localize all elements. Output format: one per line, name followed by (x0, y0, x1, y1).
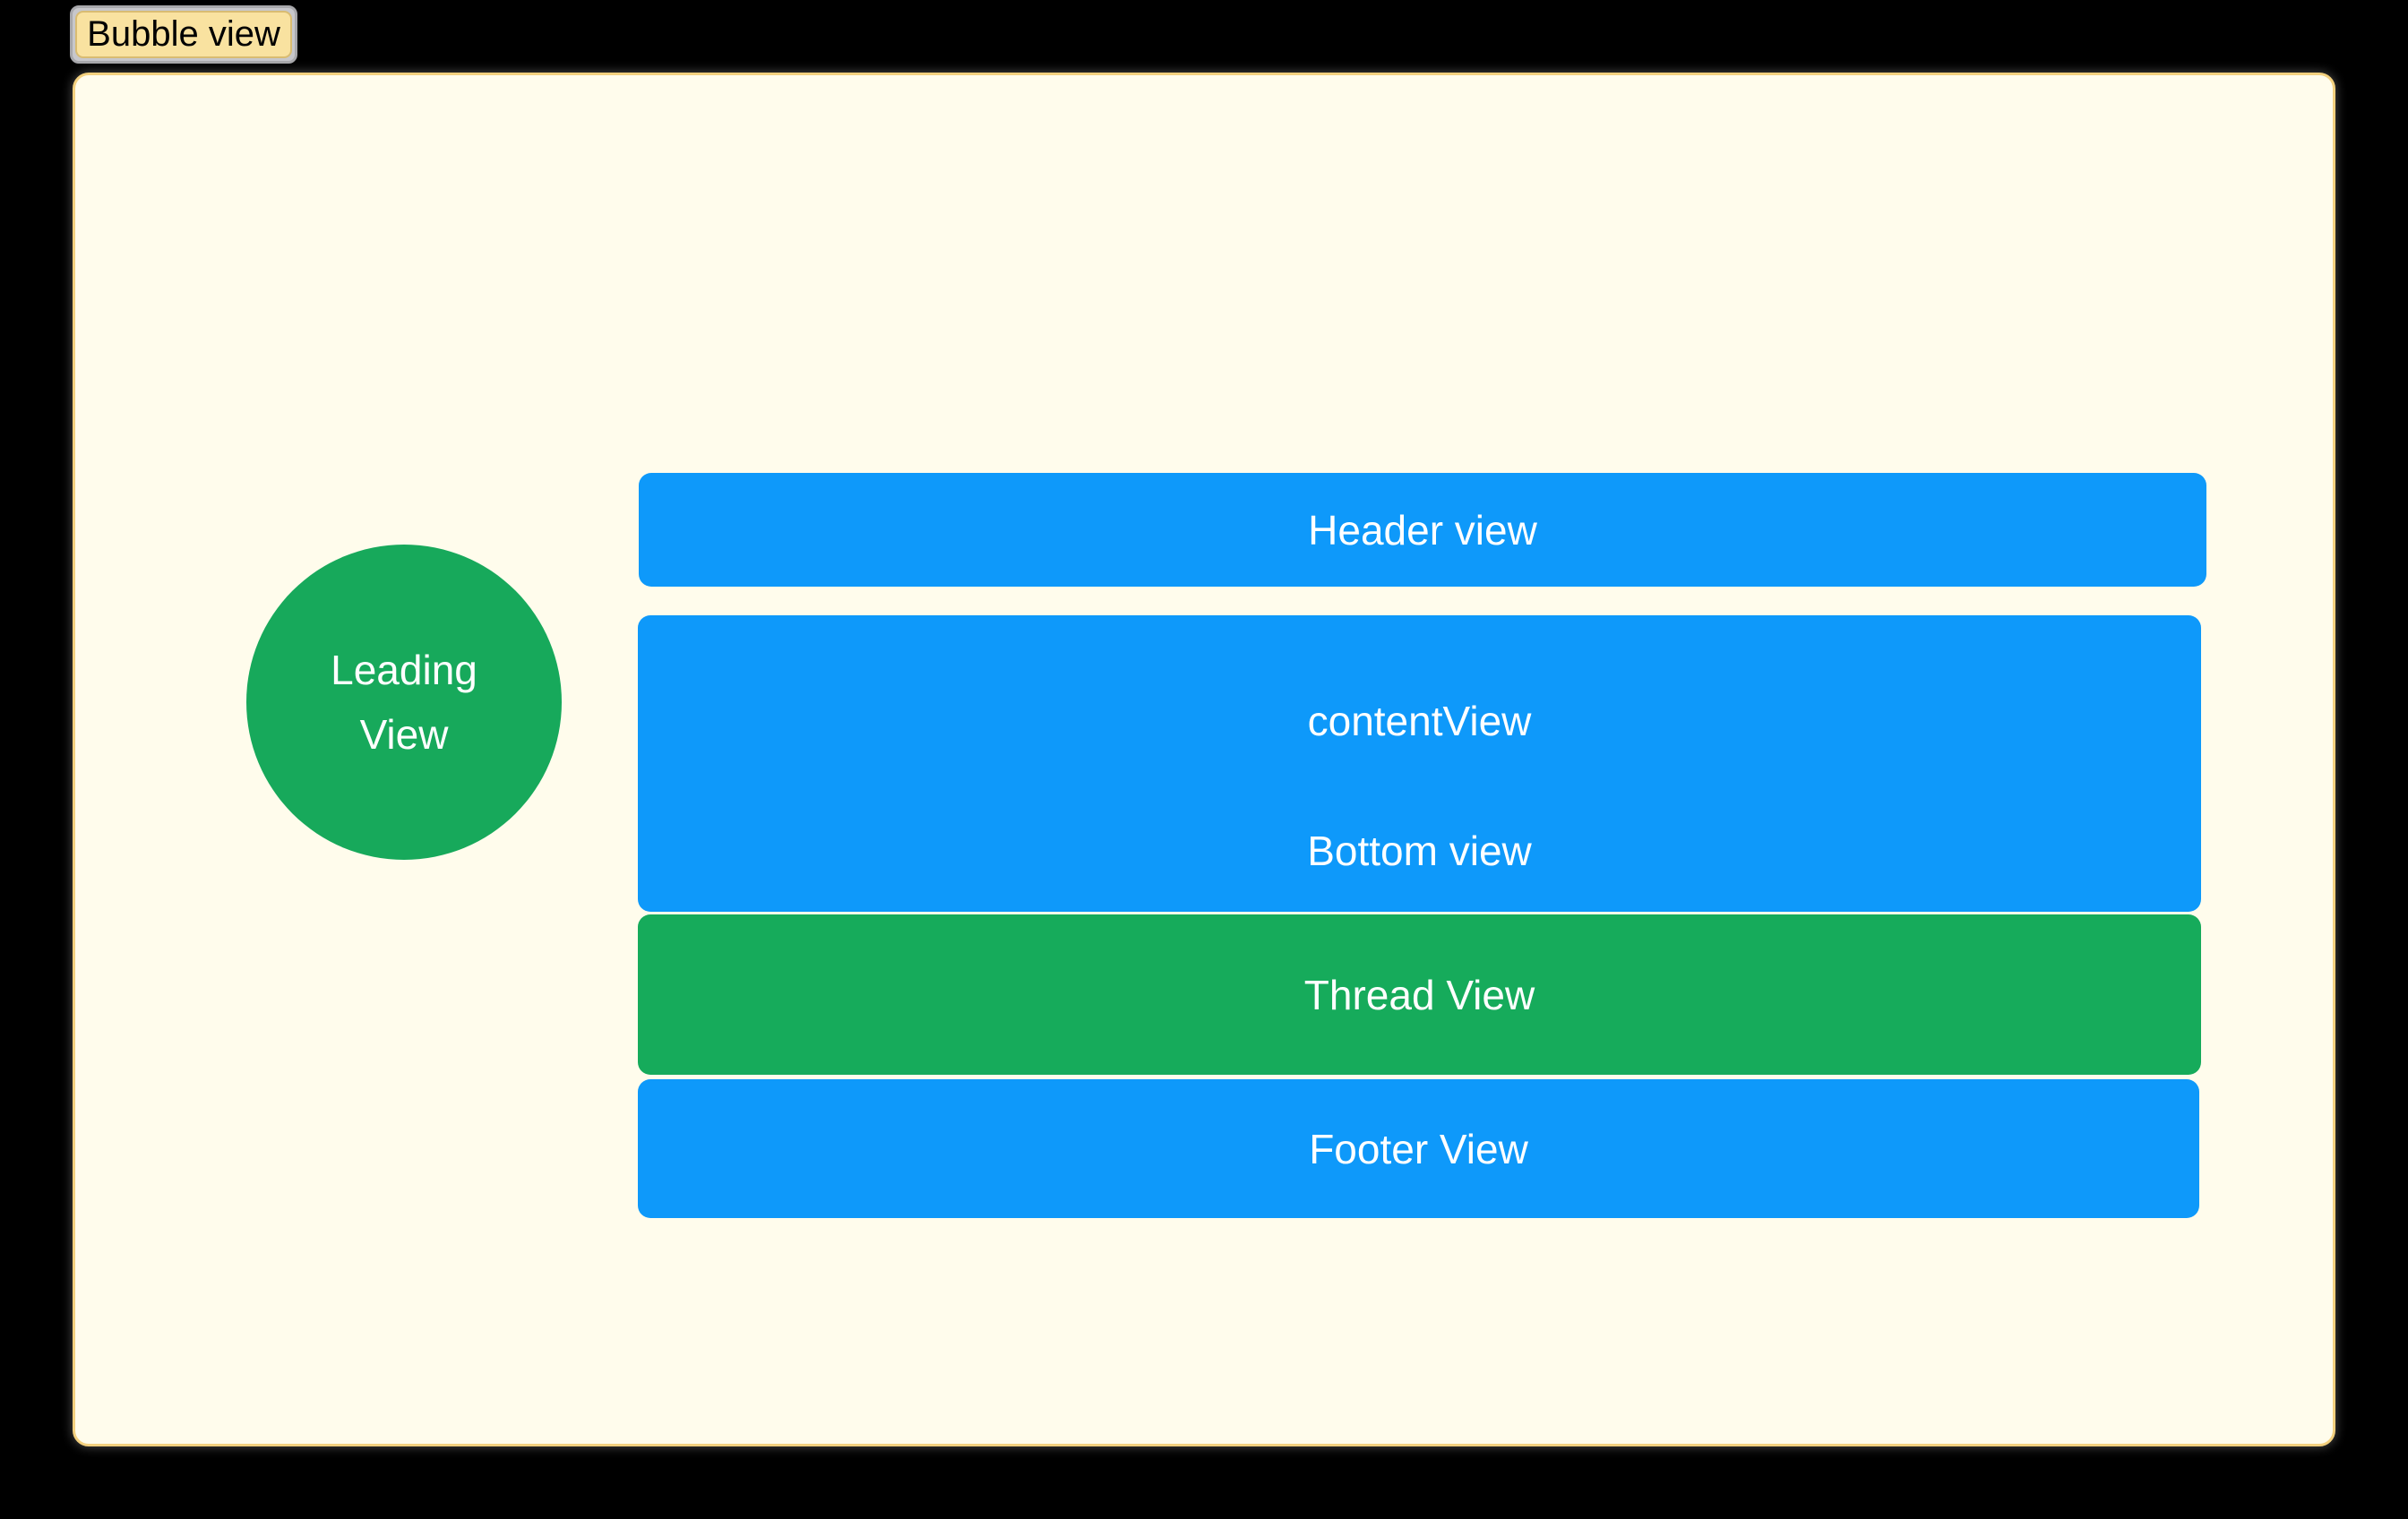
leading-view-circle: Leading View (246, 545, 562, 860)
footer-view: Footer View (638, 1079, 2199, 1218)
bubble-view-tab[interactable]: Bubble view (70, 5, 297, 64)
leading-view-label-line1: Leading (331, 647, 477, 693)
thread-view-label: Thread View (1303, 971, 1535, 1018)
leading-view-label-line2: View (359, 711, 449, 758)
bubble-view-tab-label[interactable]: Bubble view (75, 11, 292, 58)
footer-view-label: Footer View (1309, 1125, 1528, 1172)
content-view: contentView Bottom view (638, 615, 2201, 912)
thread-view: Thread View (638, 914, 2201, 1075)
bottom-view-label: Bottom view (1307, 828, 1532, 874)
content-view-label: contentView (1307, 698, 1532, 744)
header-view-label: Header view (1308, 506, 1537, 554)
header-view: Header view (639, 473, 2206, 587)
